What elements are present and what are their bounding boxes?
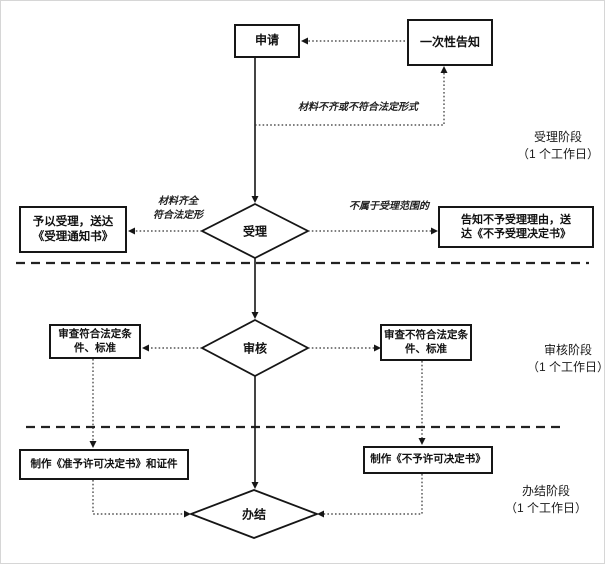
edge-label-materials-complete-line1: 材料齐全 bbox=[158, 196, 198, 207]
meet-conditions-line2: 件、标准 bbox=[74, 341, 116, 354]
complete-diamond-label: 办结 bbox=[241, 507, 267, 522]
one-time-notice-box: 一次性告知 bbox=[407, 19, 493, 66]
connector-makegrant-complete bbox=[92, 480, 184, 515]
arrowhead-up-icon bbox=[440, 66, 448, 73]
not-meet-conditions-box: 审查不符合法定条 件、标准 bbox=[380, 324, 472, 361]
apply-box: 申请 bbox=[234, 24, 300, 58]
arrowhead-down-icon bbox=[251, 196, 259, 203]
arrowhead-right-icon bbox=[374, 344, 381, 352]
arrowhead-left-icon bbox=[301, 37, 308, 45]
deny-accept-line2: 达《不予受理决定书》 bbox=[461, 228, 571, 240]
deny-accept-box: 告知不予受理理由，送 达《不予受理决定书》 bbox=[438, 206, 594, 248]
arrowhead-down-icon bbox=[89, 441, 97, 448]
connector-incomplete-loop bbox=[255, 72, 445, 126]
stage-label-accept: 受理阶段 （1 个工作日） bbox=[517, 129, 599, 164]
stage-complete-duration: （1 个工作日） bbox=[504, 501, 588, 516]
edge-label-materials-incomplete: 材料不齐或不符合法定形式 bbox=[298, 102, 418, 113]
arrowhead-left-icon bbox=[128, 227, 135, 235]
stage-accept-name: 受理阶段 bbox=[533, 130, 583, 144]
review-diamond-label: 审核 bbox=[242, 341, 268, 356]
arrowhead-left-icon bbox=[317, 510, 324, 518]
stage-accept-duration: （1 个工作日） bbox=[516, 147, 600, 162]
grant-accept-line1: 予以受理，送达 bbox=[32, 215, 114, 228]
arrowhead-down-icon bbox=[251, 482, 259, 489]
complete-diamond-shape bbox=[188, 489, 320, 539]
stage-review-name: 审核阶段 bbox=[543, 343, 593, 357]
deny-accept-line1: 告知不予受理理由，送 bbox=[461, 213, 571, 226]
edge-label-out-of-scope: 不属于受理范围的 bbox=[349, 201, 429, 212]
make-grant-decision-box: 制作《准予许可决定书》和证件 bbox=[19, 449, 189, 480]
make-grant-decision-label: 制作《准予许可决定书》和证件 bbox=[30, 457, 178, 470]
edge-label-materials-complete-line2: 符合法定形 bbox=[153, 209, 203, 221]
stage-label-review: 审核阶段 （1 个工作日） bbox=[526, 342, 605, 377]
arrowhead-right-icon bbox=[184, 510, 191, 518]
arrowhead-left-icon bbox=[142, 344, 149, 352]
accept-diamond-label: 受理 bbox=[242, 224, 268, 239]
arrowhead-down-icon bbox=[418, 438, 426, 445]
meet-conditions-box: 审查符合法定条 件、标准 bbox=[49, 324, 141, 359]
grant-accept-box: 予以受理，送达 《受理通知书》 bbox=[19, 206, 127, 253]
not-meet-conditions-line2: 件、标准 bbox=[405, 342, 447, 355]
connector-makedeny-complete bbox=[324, 474, 423, 515]
apply-label: 申请 bbox=[254, 33, 279, 48]
stage-review-duration: （1 个工作日） bbox=[526, 360, 605, 375]
edge-label-materials-complete: 材料齐全 符合法定形 bbox=[153, 195, 203, 222]
arrowhead-down-icon bbox=[251, 312, 259, 319]
one-time-notice-label: 一次性告知 bbox=[419, 34, 480, 49]
make-deny-decision-label: 制作《不予许可决定书》 bbox=[370, 453, 486, 466]
not-meet-conditions-line1: 审查不符合法定条 bbox=[384, 328, 468, 341]
make-deny-decision-box: 制作《不予许可决定书》 bbox=[363, 446, 493, 474]
arrowhead-right-icon bbox=[431, 227, 438, 235]
grant-accept-line2: 《受理通知书》 bbox=[32, 230, 114, 243]
stage-complete-name: 办结阶段 bbox=[521, 484, 571, 498]
stage-label-complete: 办结阶段 （1 个工作日） bbox=[505, 483, 587, 518]
meet-conditions-line1: 审查符合法定条 bbox=[58, 327, 132, 340]
